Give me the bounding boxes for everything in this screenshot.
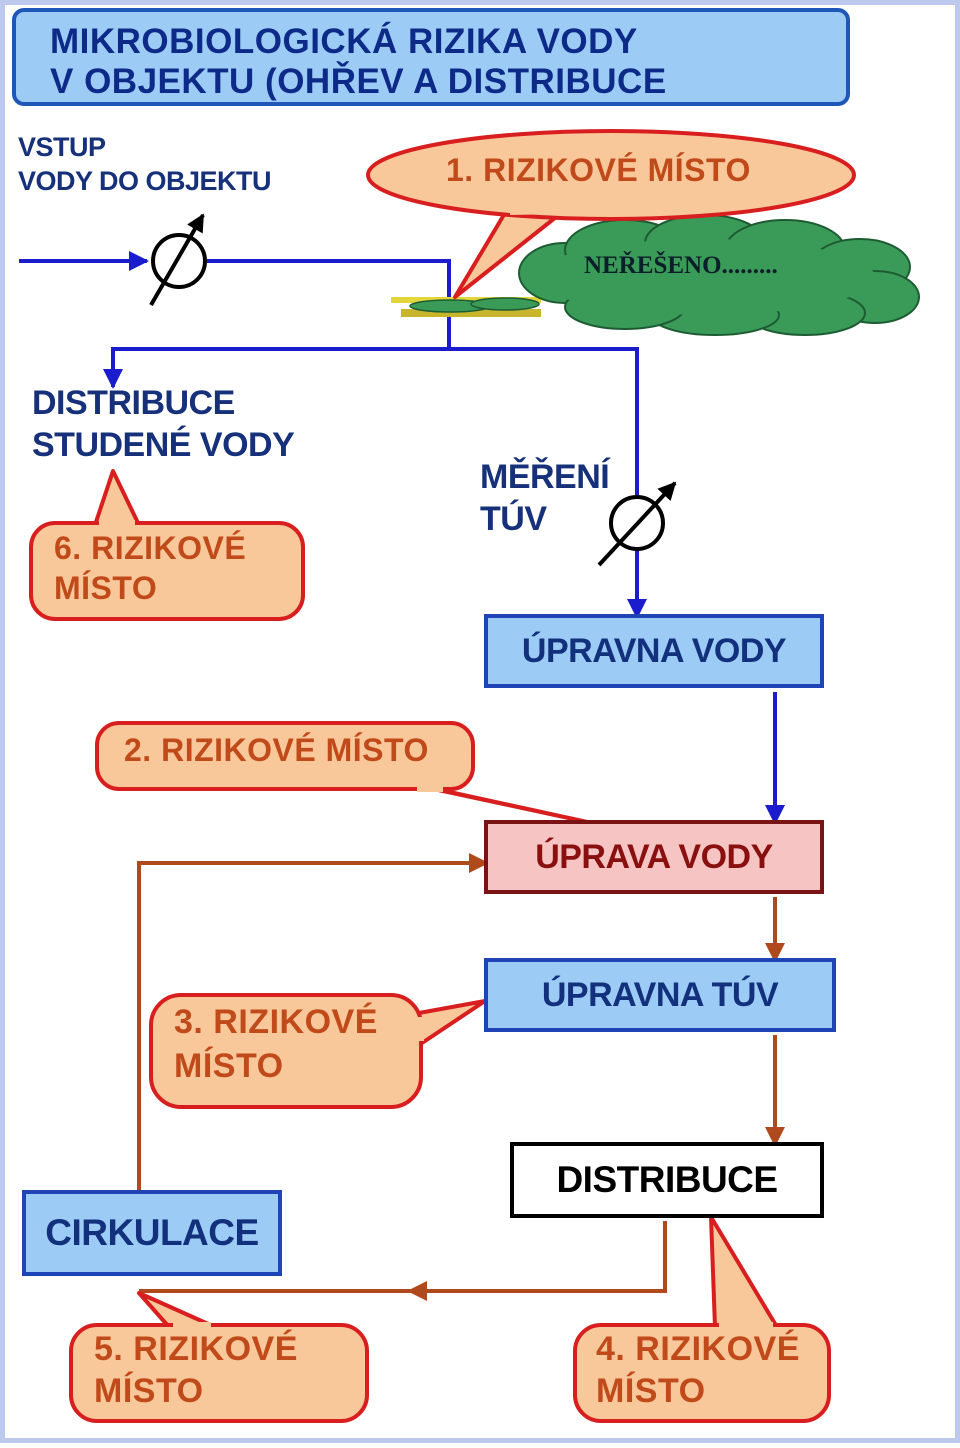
risk-bubble-3: [149, 993, 487, 1109]
cold-water-flow: [19, 251, 785, 825]
inlet-label: VSTUP VODY DO OBJEKTU: [18, 132, 272, 196]
distribution-box: DISTRIBUCE: [510, 1142, 824, 1218]
title-line-2: V OBJEKTU (OHŘEV A DISTRIBUCE: [50, 62, 667, 101]
water-treatment-plant-box: ÚPRAVNA VODY: [484, 614, 824, 688]
risk-label-6: 6. RIZIKOVÉ MÍSTO: [54, 530, 247, 606]
cold-distribution-pipe: [103, 347, 449, 389]
risk-bubble-6: [29, 469, 305, 621]
risk-bubble-1: [366, 129, 856, 299]
risk-bubble-4: [573, 1215, 831, 1423]
title-line-1: MIKROBIOLOGICKÁ RIZIKA VODY: [50, 22, 638, 61]
cold-distribution-label: DISTRIBUCE STUDENÉ VODY: [32, 384, 295, 464]
risk-label-2: 2. RIZIKOVÉ MÍSTO: [124, 732, 429, 768]
risk-label-3: 3. RIZIKOVÉ MÍSTO: [174, 1003, 378, 1085]
flow-diagram-svg: [19, 129, 920, 1423]
circulation-box: CIRKULACE: [22, 1190, 282, 1276]
inlet-meter-icon: [149, 213, 207, 307]
unresolved-cloud-shape: [518, 214, 920, 336]
hot-water-plant-box: ÚPRAVNA TÚV: [484, 958, 836, 1032]
sediment-layer-icon: [391, 297, 541, 317]
risk-label-1: 1. RIZIKOVÉ MÍSTO: [446, 152, 751, 188]
circulation-loop-pipe: [137, 853, 489, 1193]
distribution-return-pipe: [407, 1221, 667, 1301]
inlet-pipe-to-junction: [207, 259, 451, 349]
risk-label-4: 4. RIZIKOVÉ MÍSTO: [596, 1330, 800, 1410]
hot-water-flow: [137, 853, 785, 1301]
diagram-title-box: MIKROBIOLOGICKÁ RIZIKA VODY V OBJEKTU (O…: [12, 8, 850, 106]
risk-bubble-2: [95, 721, 603, 827]
unresolved-cloud-label: NEŘEŠENO.........: [584, 252, 778, 279]
risk-label-5: 5. RIZIKOVÉ MÍSTO: [94, 1330, 298, 1410]
tuv-meter-icon: [597, 481, 677, 567]
risk-bubble-5: [69, 1291, 369, 1423]
tuv-measurement-label: MĚŘENÍ TÚV: [480, 458, 610, 538]
water-treatment-box: ÚPRAVA VODY: [484, 820, 824, 894]
